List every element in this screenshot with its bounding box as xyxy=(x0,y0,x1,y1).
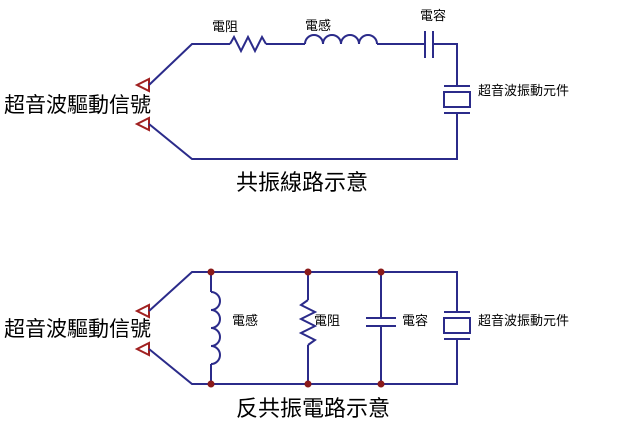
series-transducer-label: 超音波振動元件 xyxy=(478,83,569,99)
parallel-node-bottom-2 xyxy=(304,380,312,388)
series-resistor-label: 電阻 xyxy=(212,20,238,35)
parallel-input-arrow-bottom xyxy=(134,341,150,357)
parallel-inductor-symbol xyxy=(210,291,221,365)
parallel-bus-bottom xyxy=(211,345,458,385)
parallel-node-top-2 xyxy=(304,268,312,276)
series-inductor-symbol xyxy=(304,34,378,45)
series-capacitor-label: 電容 xyxy=(420,8,446,24)
parallel-source-label: 超音波驅動信號 xyxy=(4,317,151,341)
parallel-node-bottom-3 xyxy=(377,380,385,388)
series-circuit: 電阻 電感 電容 超音波振動元件 超音波驅動信號 共振線路示意 xyxy=(4,8,569,196)
series-source-label: 超音波驅動信號 xyxy=(4,93,151,117)
parallel-wire-input-top xyxy=(148,271,211,312)
parallel-node-top-3 xyxy=(377,268,385,276)
series-resistor-symbol xyxy=(229,34,267,54)
parallel-resistor-label: 電阻 xyxy=(314,314,340,329)
parallel-caption: 反共振電路示意 xyxy=(236,397,390,422)
parallel-wire-input-bottom xyxy=(148,348,211,385)
series-wire-top-left xyxy=(148,43,230,86)
parallel-node-top-1 xyxy=(207,268,215,276)
series-transducer-body xyxy=(443,91,471,108)
series-input-arrow-top xyxy=(134,77,150,93)
parallel-node-bottom-1 xyxy=(207,380,215,388)
parallel-bus-top xyxy=(211,271,458,312)
parallel-circuit: 電感 電阻 電容 超音波振動元件 超音波驅動信號 反共振電路示意 xyxy=(4,268,569,422)
parallel-transducer-body xyxy=(443,317,471,334)
parallel-input-arrow-top xyxy=(134,303,150,319)
parallel-capacitor-label: 電容 xyxy=(402,313,428,329)
series-input-arrow-bottom xyxy=(134,116,150,132)
series-caption: 共振線路示意 xyxy=(236,171,368,196)
parallel-inductor-label: 電感 xyxy=(232,313,258,329)
series-wire-bottom xyxy=(148,113,458,160)
series-inductor-label: 電感 xyxy=(305,18,331,34)
parallel-transducer-label: 超音波振動元件 xyxy=(478,313,569,329)
parallel-resistor-symbol xyxy=(298,299,318,346)
series-wire-c-right xyxy=(433,43,458,86)
